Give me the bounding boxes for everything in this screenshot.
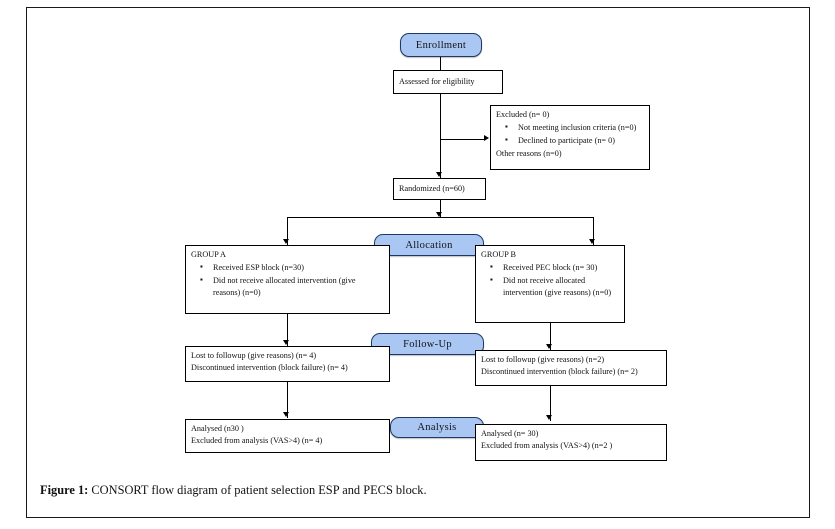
stage-label-allocation: Allocation [405,239,453,251]
stage-pill-allocation: Allocation [374,234,484,256]
stage-label-analysis: Analysis [417,422,457,433]
group-a-bullet-list: Received ESP block (n=30) Did not receiv… [191,261,384,299]
connector-split-right [593,217,595,245]
arrowhead-analysis-right [546,415,552,420]
connector-enrollment-to-assessed [440,57,442,70]
arrowhead-to-group-b [589,239,595,244]
excluded-title: Excluded (n= 0) [496,110,550,119]
box-group-a: GROUP A Received ESP block (n=30) Did no… [185,245,390,314]
arrowhead-to-excluded [484,135,489,141]
analysis-right-line1: Analysed (n= 30) [481,429,539,438]
followup-left-line2: Discontinued intervention (block failure… [191,363,348,373]
list-item: Received ESP block (n=30) [200,261,384,274]
list-item: Declined to participate (n= 0) [505,134,644,147]
connector-followup-right-to-analysis [550,386,552,421]
arrowhead-followup-right [546,344,552,349]
analysis-right-line2: Excluded from analysis (VAS>4) (n=2 ) [481,441,613,451]
list-item: Did not receive allocated intervention (… [200,274,384,299]
group-b-bullet-list: Received PEC block (n= 30) Did not recei… [481,261,619,299]
analysis-left-line2: Excluded from analysis (VAS>4) (n= 4) [191,436,323,446]
connector-randomized-down [440,200,442,218]
arrowhead-analysis-left [283,412,289,417]
assessed-text: Assessed for eligibility [399,76,475,86]
connector-assessed-down [440,94,442,140]
connector-split-left [287,217,289,245]
stage-label-enrollment: Enrollment [415,39,467,51]
box-followup-right: Lost to followup (give reasons) (n=2) Di… [475,350,667,386]
excluded-bullet-list: Not meeting inclusion criteria (n=0) Dec… [496,121,644,147]
connector-group-a-to-followup [287,314,289,346]
box-randomized: Randomized (n=60) [393,178,486,200]
box-excluded: Excluded (n= 0) Not meeting inclusion cr… [490,105,650,170]
figure-caption-text: CONSORT flow diagram of patient selectio… [91,483,427,497]
randomized-text: Randomized (n=60) [399,183,465,193]
followup-left-line1: Lost to followup (give reasons) (n= 4) [191,351,317,360]
arrowhead-to-randomized [436,172,442,177]
figure-caption: Figure 1: CONSORT flow diagram of patien… [40,483,800,498]
list-item: Received PEC block (n= 30) [490,261,619,274]
connector-assessed-to-randomized [440,139,442,178]
arrowhead-to-group-a [283,239,289,244]
followup-right-line2: Discontinued intervention (block failure… [481,367,638,377]
excluded-footer: Other reasons (n=0) [496,149,562,159]
analysis-left-line1: Analysed (n30 ) [191,424,244,433]
stage-label-followup: Follow-Up [403,338,452,350]
list-item: Not meeting inclusion criteria (n=0) [505,121,644,134]
box-assessed-for-eligibility: Assessed for eligibility [393,70,503,94]
connector-followup-left-to-analysis [287,382,289,418]
arrowhead-randomized-split [436,212,442,217]
figure-caption-label: Figure 1: [40,483,89,497]
box-followup-left: Lost to followup (give reasons) (n= 4) D… [185,346,390,382]
connector-to-excluded [440,139,485,141]
list-item: Did not receive allocated intervention (… [490,274,619,299]
stage-pill-followup: Follow-Up [371,333,484,355]
box-group-b: GROUP B Received PEC block (n= 30) Did n… [475,245,625,323]
stage-pill-analysis: Analysis [390,417,484,438]
box-analysis-left: Analysed (n30 ) Excluded from analysis (… [185,419,390,453]
arrowhead-followup-left [283,340,289,345]
stage-pill-enrollment: Enrollment [400,33,482,57]
connector-allocation-split-bar [287,217,594,219]
group-b-title: GROUP B [481,250,516,259]
group-a-title: GROUP A [191,250,226,259]
followup-right-line1: Lost to followup (give reasons) (n=2) [481,355,605,364]
connector-group-b-to-followup [550,323,552,350]
box-analysis-right: Analysed (n= 30) Excluded from analysis … [475,424,667,461]
